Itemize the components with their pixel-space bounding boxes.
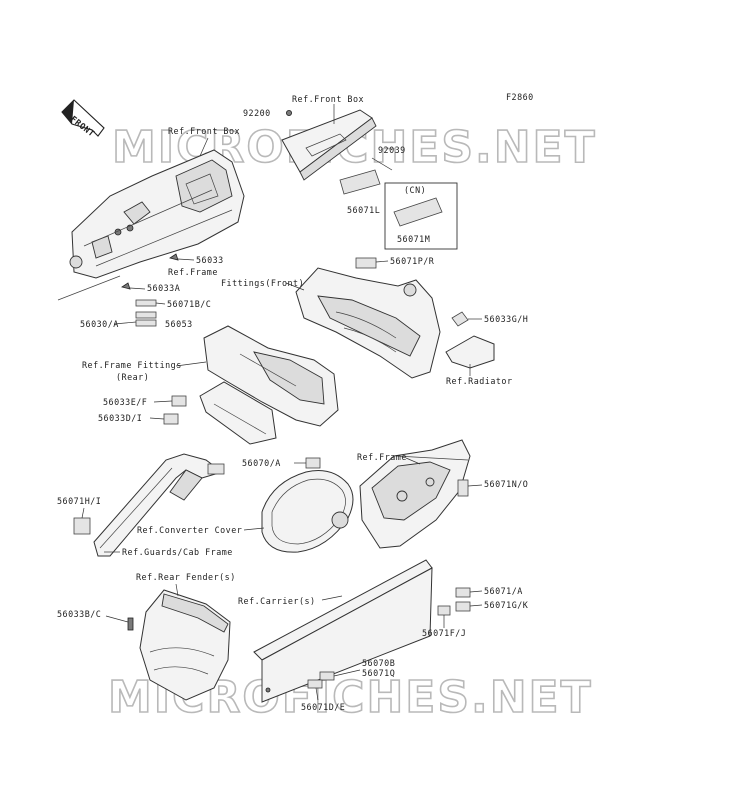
decal-56030A <box>135 311 157 319</box>
decal-56071PR <box>355 257 377 269</box>
label-56071Q: 56071Q <box>362 668 395 678</box>
label-56033DI: 56033D/I <box>98 413 142 423</box>
label-ref-carrier: Ref.Carrier(s) <box>238 596 316 606</box>
rear-fender-part <box>139 589 231 701</box>
label-rear: (Rear) <box>116 372 149 382</box>
label-56033BC: 56033B/C <box>57 609 101 619</box>
label-56071DE: 56071D/E <box>301 702 345 712</box>
label-56071A: 56071/A <box>484 586 523 596</box>
label-56053: 56053 <box>165 319 193 329</box>
label-ref-frame-1: Ref.Frame <box>168 267 218 277</box>
label-56033: 56033 <box>196 255 224 265</box>
decal-56033DI <box>163 413 179 425</box>
label-ref-frame-2: Ref.Frame <box>357 452 407 462</box>
label-56071M: 56071M <box>397 234 430 244</box>
decal-56071BC <box>135 299 157 307</box>
label-56071HI: 56071H/I <box>57 496 101 506</box>
label-ref-guards: Ref.Guards/Cab Frame <box>122 547 233 557</box>
decal-56033GH <box>451 311 469 327</box>
frame-fittings-front-part <box>295 267 441 379</box>
dashboard-part <box>57 149 245 301</box>
clip-56033-icon <box>169 253 179 261</box>
decal-56071NO <box>457 479 469 497</box>
label-fittings-front: Fittings(Front) <box>221 278 304 288</box>
frame-part <box>359 439 471 549</box>
decal-56071A <box>455 587 471 598</box>
label-92039: 92039 <box>378 145 406 155</box>
label-ref-frame-fittings: Ref.Frame Fittings <box>82 360 182 370</box>
label-56030A: 56030/A <box>80 319 119 329</box>
screw-92200-icon <box>285 110 292 117</box>
decal-56071FJ <box>437 605 451 616</box>
label-56033GH: 56033G/H <box>484 314 528 324</box>
decal-56070B <box>319 671 335 681</box>
decal-56071HI-frame <box>207 463 225 475</box>
decal-56071Q <box>307 679 323 689</box>
figure-code: F2860 <box>506 92 534 102</box>
label-92200: 92200 <box>243 108 271 118</box>
label-cn: (CN) <box>404 185 426 195</box>
label-56071GK: 56071G/K <box>484 600 529 610</box>
label-ref-rear-fender: Ref.Rear Fender(s) <box>136 572 236 582</box>
label-56070A: 56070/A <box>242 458 281 468</box>
carrier-panel-part <box>253 559 433 703</box>
label-ref-front-box-left: Ref.Front Box <box>168 126 240 136</box>
front-arrow-icon: FRONT <box>61 99 105 139</box>
label-56071NO: 56071N/O <box>484 479 528 489</box>
label-56071PR: 56071P/R <box>390 256 435 266</box>
label-56070B: 56070B <box>362 658 395 668</box>
decal-56033EF <box>171 395 187 407</box>
label-ref-front-box-top: Ref.Front Box <box>292 94 364 104</box>
converter-cover-part <box>261 470 354 553</box>
clip-56033BC-icon <box>127 617 134 631</box>
label-ref-converter-cover: Ref.Converter Cover <box>137 525 242 535</box>
label-56071L: 56071L <box>347 205 380 215</box>
decal-56053 <box>135 319 157 327</box>
decal-56071HI <box>73 517 91 535</box>
label-56071FJ: 56071F/J <box>422 628 466 638</box>
guards-cab-frame-part <box>93 453 224 557</box>
label-56033A: 56033A <box>147 283 180 293</box>
decal-56071L <box>339 169 381 195</box>
decal-56071M <box>393 197 443 227</box>
decal-56071GK <box>455 601 471 612</box>
label-56071BC: 56071B/C <box>167 299 211 309</box>
decal-56070A <box>305 457 321 469</box>
label-ref-radiator: Ref.Radiator <box>446 376 513 386</box>
frame-fittings-rear-part <box>199 325 339 445</box>
label-56033EF: 56033E/F <box>103 397 147 407</box>
radiator-bracket-part <box>445 335 495 369</box>
clip-56033A-icon <box>121 282 131 290</box>
